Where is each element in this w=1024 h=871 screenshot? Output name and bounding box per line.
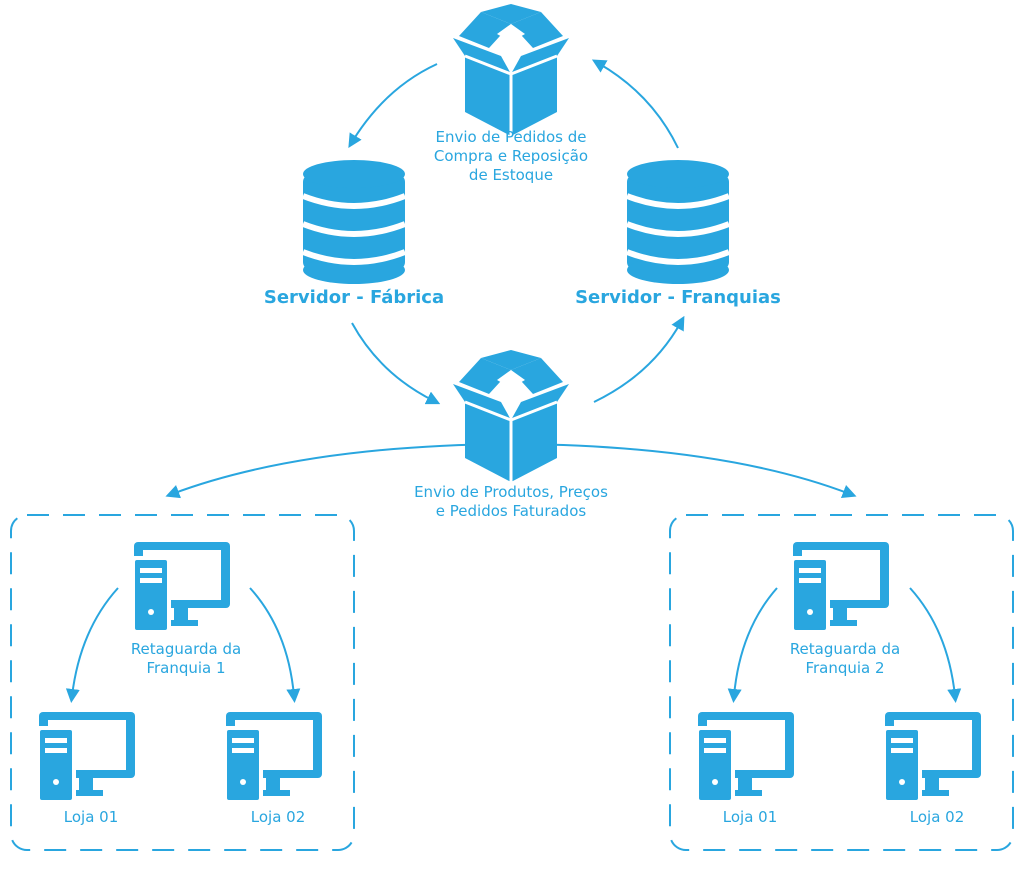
franchise-1-backoffice-line-2: Franquia 1 xyxy=(146,658,226,677)
franchise-1-store-1-computer-icon xyxy=(36,712,135,800)
arrow-to-franchise-2 xyxy=(516,443,857,499)
franchise-2-backoffice-line-1: Retaguarda da xyxy=(789,640,901,658)
middle-package-caption: Envio de Produtos, Preços e Pedidos Fatu… xyxy=(361,483,661,521)
franchise-2-backoffice-line-2: Franquia 2 xyxy=(805,658,885,677)
top-caption-line-2: Compra e Reposição xyxy=(433,146,589,165)
franchise-2-store-1-computer-icon xyxy=(695,712,794,800)
middle-open-box-icon xyxy=(451,348,571,484)
arrow-top-box-to-factory xyxy=(348,63,438,148)
arrow-franchise-1-to-store-1 xyxy=(65,587,119,703)
franchise-group-1-frame xyxy=(10,514,355,851)
franchises-server-label: Servidor - Franquias xyxy=(575,287,781,308)
franchise-1-backoffice-computer-icon xyxy=(131,542,230,630)
arrow-franchises-to-top-box xyxy=(591,59,679,149)
top-caption-line-1: Envio de Pedidos de xyxy=(435,128,587,146)
franchise-1-store-1-label: Loja 01 xyxy=(63,808,119,826)
top-open-box-icon xyxy=(451,2,571,138)
franchise-1-backoffice-line-1: Retaguarda da xyxy=(130,640,242,658)
franchise-2-store-2-label: Loja 02 xyxy=(909,808,965,826)
franchise-2-backoffice-computer-icon xyxy=(790,542,889,630)
middle-caption-line-1: Envio de Produtos, Preços xyxy=(414,483,608,501)
arrow-to-franchise-1 xyxy=(165,443,508,499)
top-package-caption: Envio de Pedidos de Compra e Reposição d… xyxy=(371,128,651,184)
franchise-2-store-2-computer-icon xyxy=(882,712,981,800)
top-caption-line-3: de Estoque xyxy=(468,165,554,184)
middle-caption-line-2: e Pedidos Faturados xyxy=(435,501,587,520)
franchise-2-store-1-label: Loja 01 xyxy=(722,808,778,826)
arrow-franchise-1-to-store-2 xyxy=(249,587,301,703)
franchise-2-backoffice-label: Retaguarda da Franquia 2 xyxy=(755,640,935,678)
franchise-group-2-frame xyxy=(669,514,1014,851)
arrow-franchise-2-to-store-1 xyxy=(727,587,778,703)
arrow-middle-box-to-franchises xyxy=(593,315,685,403)
franchise-1-backoffice-label: Retaguarda da Franquia 1 xyxy=(96,640,276,678)
arrow-factory-to-middle-box xyxy=(351,322,441,405)
franchise-1-store-2-computer-icon xyxy=(223,712,322,800)
factory-server-label: Servidor - Fábrica xyxy=(263,287,445,308)
franchise-1-store-2-label: Loja 02 xyxy=(250,808,306,826)
arrow-franchise-2-to-store-2 xyxy=(909,587,962,703)
